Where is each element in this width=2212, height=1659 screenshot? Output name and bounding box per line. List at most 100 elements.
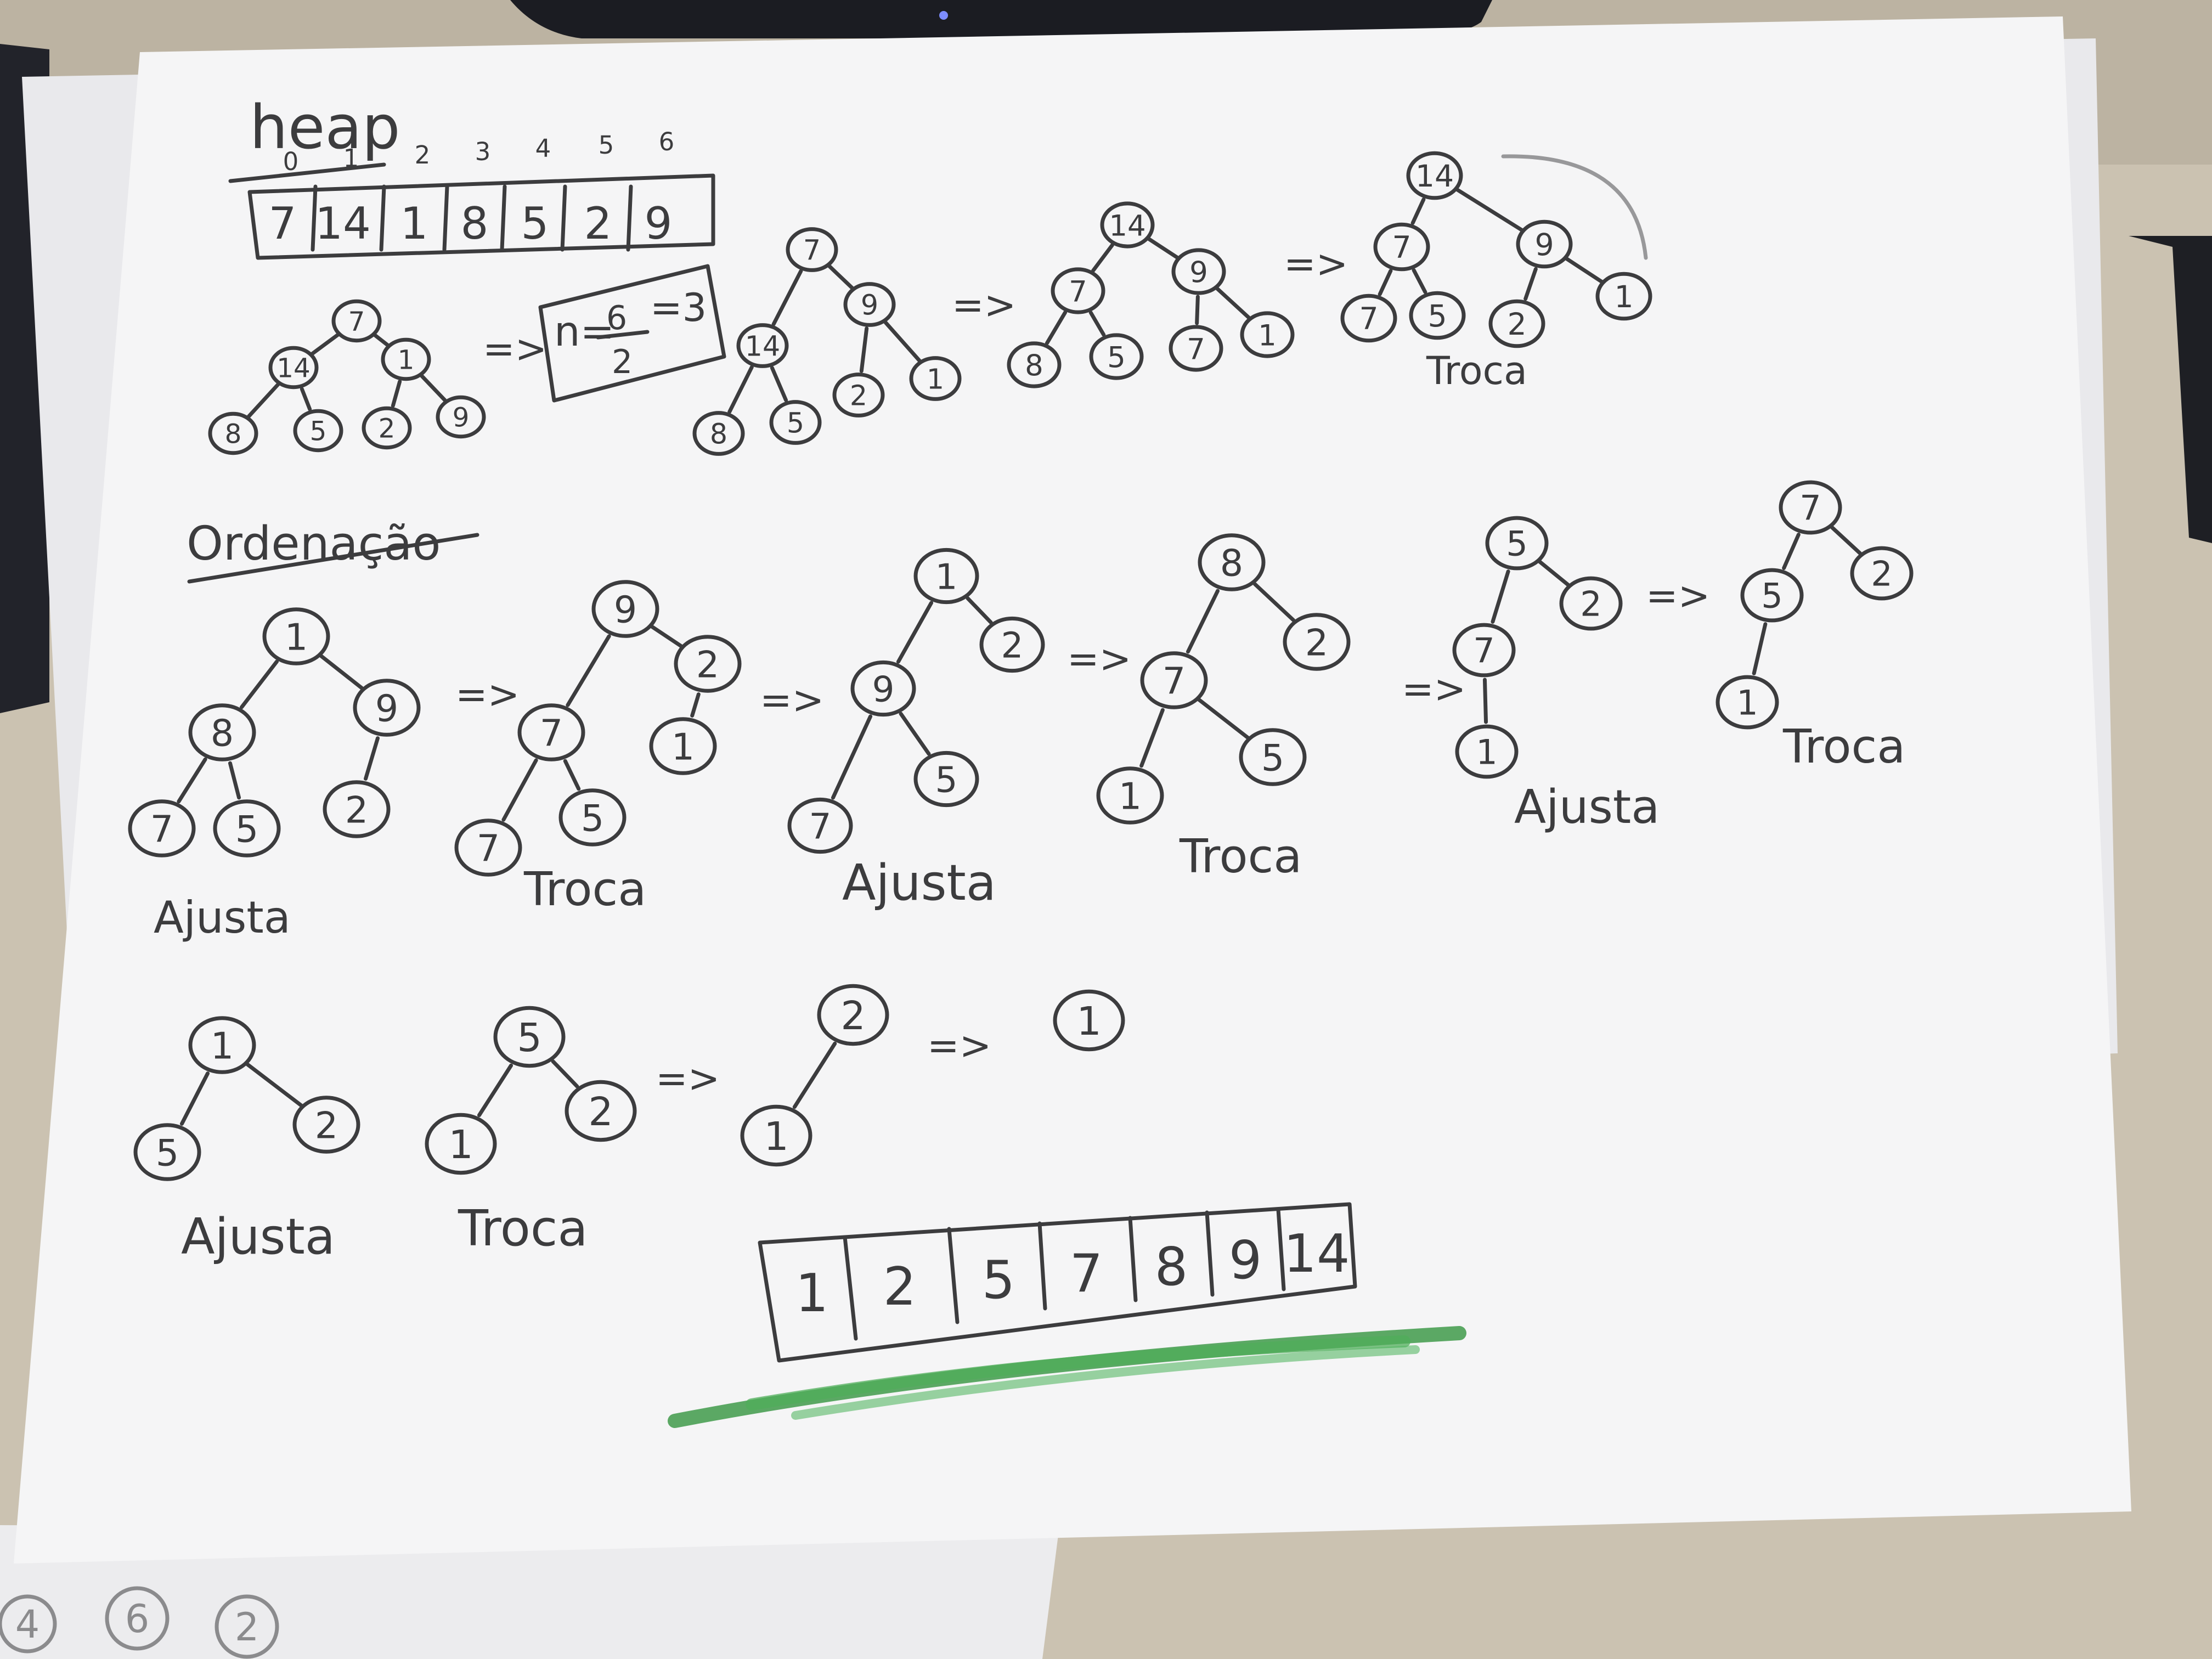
tree-edge bbox=[771, 269, 803, 326]
tree-node bbox=[786, 227, 838, 272]
tree-node-value: 2 bbox=[1507, 307, 1526, 342]
tree-edge bbox=[179, 1071, 210, 1126]
tree-node bbox=[1488, 299, 1545, 348]
tree-node-value: 8 bbox=[225, 419, 242, 450]
tree-edge bbox=[245, 1062, 303, 1108]
tree-node-value: 1 bbox=[1614, 280, 1633, 315]
under-node-label: 4 bbox=[15, 1602, 40, 1647]
under-node-label: 6 bbox=[125, 1596, 150, 1641]
tree-node-value: 7 bbox=[1069, 275, 1087, 308]
sorted-value: 9 bbox=[1229, 1231, 1262, 1291]
tree-node bbox=[692, 411, 745, 456]
tree-node bbox=[979, 616, 1045, 673]
tree-node-value: 2 bbox=[1580, 584, 1602, 624]
tree-node-value: 1 bbox=[448, 1122, 473, 1167]
tree-node bbox=[262, 607, 330, 665]
tree-node bbox=[1171, 248, 1226, 295]
sorted-value: 7 bbox=[1070, 1244, 1103, 1304]
tree-node-value: 14 bbox=[1415, 159, 1454, 194]
tree-node-value: 2 bbox=[1871, 554, 1893, 594]
tree-node-value: 7 bbox=[803, 234, 821, 266]
tree-node-value: 5 bbox=[1427, 299, 1447, 334]
tree-edge bbox=[966, 596, 993, 625]
arrow-5: => bbox=[760, 678, 824, 723]
tree-node-value: 5 bbox=[517, 1015, 541, 1060]
tree-node-value: 5 bbox=[235, 808, 258, 850]
tree-node-value: 2 bbox=[850, 379, 867, 411]
tree-edge bbox=[1564, 256, 1604, 284]
tree-node-value: 5 bbox=[581, 797, 604, 839]
tree-node-value: 1 bbox=[1736, 683, 1758, 723]
label-ajusta-r1: Ajusta bbox=[154, 892, 291, 943]
tree-edge bbox=[1088, 311, 1106, 337]
heap-array-value: 14 bbox=[315, 198, 371, 249]
tree-edge bbox=[770, 365, 788, 403]
svg-text:=>: => bbox=[952, 283, 1016, 328]
svg-text:=>: => bbox=[455, 672, 520, 717]
tree-edge bbox=[792, 1041, 837, 1109]
tree-edge bbox=[1410, 198, 1426, 225]
tree-node bbox=[213, 799, 281, 857]
tree-node-value: 7 bbox=[477, 827, 500, 870]
sorted-value: 5 bbox=[982, 1250, 1015, 1311]
tree-node bbox=[517, 703, 585, 761]
label-ajusta-r3: Ajusta bbox=[842, 854, 996, 912]
tree-edge bbox=[883, 320, 922, 363]
tree-edge bbox=[239, 659, 279, 709]
tree-node-value: 1 bbox=[285, 616, 308, 658]
tree-node bbox=[817, 984, 889, 1046]
tree-sort-10: 1 bbox=[1053, 989, 1125, 1052]
tree-node bbox=[1053, 989, 1125, 1052]
tree-node bbox=[736, 323, 789, 368]
tree-edge bbox=[859, 326, 869, 373]
tree-node-value: 5 bbox=[310, 416, 327, 447]
label-troca-r2: Troca bbox=[523, 862, 646, 917]
svg-text:=>: => bbox=[927, 1023, 991, 1068]
tree-node-value: 14 bbox=[745, 330, 780, 362]
tree-edge bbox=[391, 379, 402, 408]
tree-node-value: 7 bbox=[1359, 302, 1378, 337]
tree-node bbox=[850, 660, 916, 717]
tree-node bbox=[133, 1123, 201, 1181]
tree-edge bbox=[896, 601, 934, 664]
arrow-9: => bbox=[656, 1056, 720, 1101]
tree-node bbox=[1340, 294, 1397, 343]
tree-node bbox=[1169, 325, 1223, 372]
tree-edge bbox=[1378, 269, 1393, 296]
tree-node bbox=[1740, 568, 1804, 623]
sorted-value: 14 bbox=[1284, 1224, 1350, 1284]
arrow-1: => bbox=[483, 326, 547, 371]
tree-edge bbox=[1830, 526, 1862, 555]
under-node-label: 2 bbox=[235, 1605, 259, 1650]
tree-edge bbox=[1045, 311, 1068, 345]
tree-node-value: 1 bbox=[764, 1114, 788, 1159]
label-ajusta-s1: Ajusta bbox=[181, 1208, 335, 1266]
heap-array-index: 1 bbox=[343, 144, 359, 173]
monitor-base bbox=[510, 0, 1492, 38]
tree-node bbox=[1007, 341, 1062, 388]
tree-node-value: 1 bbox=[672, 725, 695, 768]
tree-edge bbox=[1139, 708, 1165, 768]
tree-node-value: 9 bbox=[375, 687, 398, 730]
paper-main bbox=[14, 16, 2131, 1564]
tree-node bbox=[565, 1080, 637, 1142]
heap-array-value: 5 bbox=[521, 198, 549, 249]
tree-edge bbox=[477, 1063, 514, 1118]
tree-node-value: 9 bbox=[614, 588, 637, 631]
svg-text:=>: => bbox=[1646, 573, 1710, 618]
tree-edge bbox=[373, 333, 390, 347]
arrow-7: => bbox=[1402, 667, 1466, 712]
tree-node-value: 1 bbox=[1119, 775, 1142, 817]
tree-node bbox=[1239, 728, 1307, 786]
tree-node bbox=[1198, 533, 1266, 591]
tree-node bbox=[1140, 651, 1208, 709]
tree-node bbox=[425, 1113, 497, 1175]
paper-under bbox=[0, 1525, 1059, 1659]
tree-node bbox=[436, 395, 486, 439]
tree-node bbox=[1779, 480, 1842, 535]
arrow-6: => bbox=[1067, 636, 1131, 681]
